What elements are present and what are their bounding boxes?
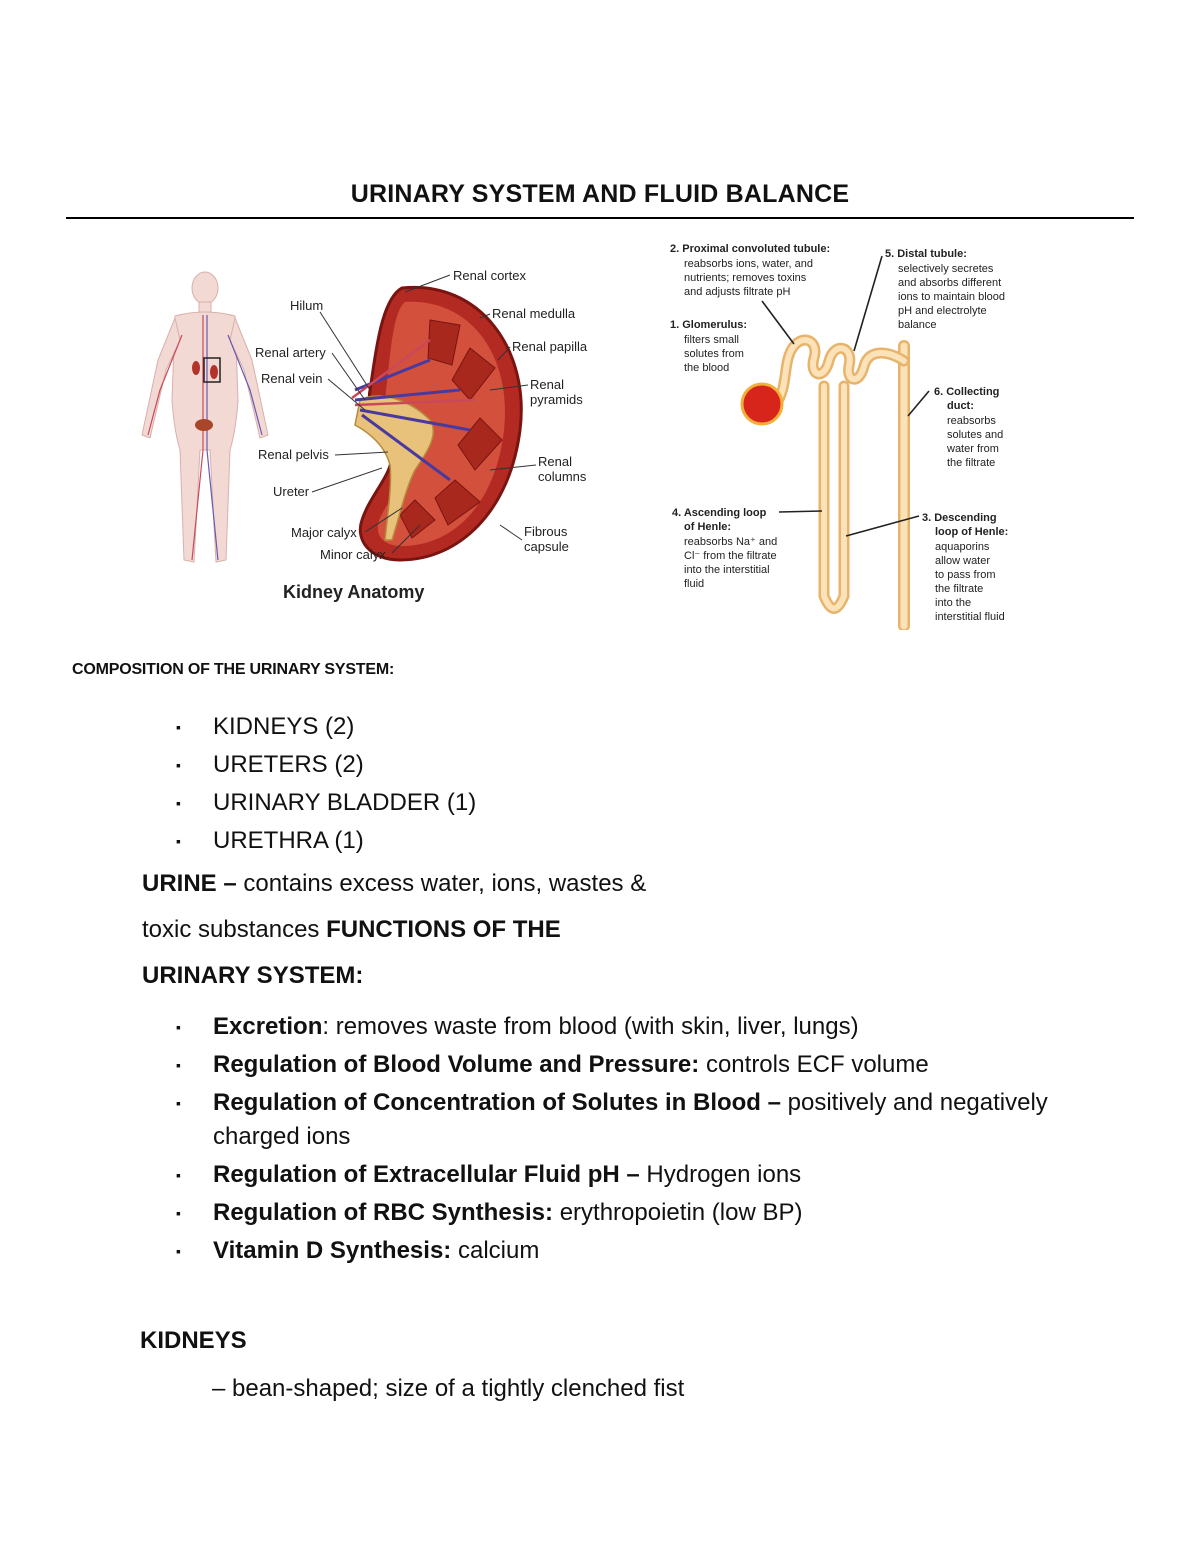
- proximal-tubule-line-1: reabsorbs ions, water, and: [684, 258, 813, 270]
- glomerulus-shape: [740, 382, 784, 426]
- list-item: ▪Regulation of RBC Synthesis: erythropoi…: [176, 1196, 1076, 1230]
- distal-tubule-line-2: and absorbs different: [898, 277, 1001, 289]
- proximal-tubule-title: 2. Proximal convoluted tubule:: [670, 243, 830, 255]
- descending-loop-line-5: into the: [935, 597, 971, 609]
- descending-loop-line-3: to pass from: [935, 569, 996, 581]
- glomerulus-line-2: solutes from: [684, 348, 744, 360]
- human-body-illustration: [141, 271, 269, 563]
- distal-tubule-line-4: pH and electrolyte: [898, 305, 987, 317]
- list-item: ▪Excretion: removes waste from blood (wi…: [176, 1010, 1076, 1044]
- urine-paragraph-line-2: toxic substances FUNCTIONS OF THE: [142, 916, 561, 943]
- glomerulus-line-3: the blood: [684, 362, 729, 374]
- bullet-icon: ▪: [176, 1057, 181, 1073]
- label-renal-papilla: Renal papilla: [512, 339, 588, 354]
- list-item: ▪KIDNEYS (2): [176, 708, 476, 746]
- bullet-icon: ▪: [176, 1243, 181, 1259]
- vessel-lines: [147, 315, 263, 561]
- collecting-duct-line-4: the filtrate: [947, 457, 995, 469]
- list-item: ▪URETHRA (1): [176, 822, 476, 860]
- ascending-loop-line-2: Cl⁻ from the filtrate: [684, 550, 777, 562]
- collecting-duct-line-2: solutes and: [947, 429, 1003, 441]
- descending-loop-title-2: loop of Henle:: [935, 526, 1008, 538]
- label-renal-pyramids-1: Renal: [530, 377, 564, 392]
- distal-tubule-line-3: ions to maintain blood: [898, 291, 1005, 303]
- glomerulus-line-1: filters small: [684, 334, 739, 346]
- label-hilum: Hilum: [290, 298, 323, 313]
- label-renal-columns-1: Renal: [538, 454, 572, 469]
- list-item: ▪Vitamin D Synthesis: calcium: [176, 1234, 1076, 1268]
- ascending-loop-title-2: of Henle:: [684, 521, 731, 533]
- bullet-icon: ▪: [176, 795, 181, 811]
- descending-loop-title-1: 3. Descending: [922, 512, 997, 524]
- label-fibrous-capsule-2: capsule: [524, 539, 569, 554]
- distal-tubule-title: 5. Distal tubule:: [885, 248, 967, 260]
- bullet-icon: ▪: [176, 1205, 181, 1221]
- list-item: ▪Regulation of Extracellular Fluid pH – …: [176, 1158, 1076, 1192]
- nephron-figure: 2. Proximal convoluted tubule: reabsorbs…: [670, 243, 1008, 630]
- proximal-tubule-line-3: and adjusts filtrate pH: [684, 286, 790, 298]
- proximal-tubule-line-2: nutrients; removes toxins: [684, 272, 807, 284]
- collecting-duct-line-3: water from: [946, 443, 999, 455]
- kidney-figure-caption: Kidney Anatomy: [283, 582, 424, 602]
- nephron-leaders: [761, 255, 930, 537]
- ascending-loop-line-1: reabsorbs Na⁺ and: [684, 536, 777, 548]
- label-renal-medulla: Renal medulla: [492, 306, 576, 321]
- bullet-icon: ▪: [176, 1019, 181, 1035]
- bullet-icon: ▪: [176, 1095, 181, 1111]
- bladder-shape: [195, 419, 213, 431]
- kidneys-heading: KIDNEYS: [140, 1327, 247, 1354]
- kidney-anatomy-figure: Renal cortex Hilum Renal medulla Renal a…: [141, 268, 588, 602]
- ascending-loop-line-4: fluid: [684, 578, 704, 590]
- distal-tubule-line-5: balance: [898, 319, 937, 331]
- functions-heading-part-1: FUNCTIONS OF THE: [326, 916, 561, 943]
- label-major-calyx: Major calyx: [291, 525, 357, 540]
- composition-heading: COMPOSITION OF THE URINARY SYSTEM:: [72, 661, 395, 678]
- functions-list: ▪Excretion: removes waste from blood (wi…: [176, 1010, 1076, 1272]
- small-kidney-right: [210, 365, 218, 379]
- label-ureter: Ureter: [273, 484, 310, 499]
- title-divider: [66, 217, 1134, 219]
- bullet-icon: ▪: [176, 757, 181, 773]
- collecting-duct-title-2: duct:: [947, 400, 974, 412]
- descending-loop-line-4: the filtrate: [935, 583, 983, 595]
- bullet-icon: ▪: [176, 719, 181, 735]
- list-item: ▪Regulation of Concentration of Solutes …: [176, 1086, 1076, 1154]
- distal-tubule-line-1: selectively secretes: [898, 263, 994, 275]
- ascending-loop-line-3: into the interstitial: [684, 564, 770, 576]
- kidneys-description: – bean-shaped; size of a tightly clenche…: [212, 1375, 685, 1402]
- glomerulus-title: 1. Glomerulus:: [670, 319, 747, 331]
- document-title: URINARY SYSTEM AND FLUID BALANCE: [350, 180, 850, 208]
- label-renal-pyramids-2: pyramids: [530, 392, 583, 407]
- label-fibrous-capsule-1: Fibrous: [524, 524, 568, 539]
- label-renal-artery: Renal artery: [255, 345, 326, 360]
- urine-label: URINE –: [142, 870, 237, 897]
- label-renal-vein: Renal vein: [261, 371, 322, 386]
- descending-loop-line-6: interstitial fluid: [935, 611, 1005, 623]
- label-renal-cortex: Renal cortex: [453, 268, 526, 283]
- list-item: ▪URETERS (2): [176, 746, 476, 784]
- collecting-duct-line-1: reabsorbs: [947, 415, 996, 427]
- descending-loop-line-2: allow water: [935, 555, 990, 567]
- collecting-duct-title-1: 6. Collecting: [934, 386, 999, 398]
- kidney-cross-section: [351, 285, 523, 562]
- functions-heading-part-2: URINARY SYSTEM:: [142, 962, 364, 989]
- zoom-box: [203, 357, 221, 383]
- bullet-icon: ▪: [176, 1167, 181, 1183]
- label-leaders: [311, 274, 537, 554]
- descending-loop-line-1: aquaporins: [935, 541, 990, 553]
- list-item: ▪Regulation of Blood Volume and Pressure…: [176, 1048, 1076, 1082]
- list-item: ▪URINARY BLADDER (1): [176, 784, 476, 822]
- composition-list: ▪KIDNEYS (2) ▪URETERS (2) ▪URINARY BLADD…: [176, 708, 476, 860]
- label-minor-calyx: Minor calyx: [320, 547, 386, 562]
- label-renal-pelvis: Renal pelvis: [258, 447, 329, 462]
- label-renal-columns-2: columns: [538, 469, 587, 484]
- bullet-icon: ▪: [176, 833, 181, 849]
- urine-paragraph-line-1: URINE – contains excess water, ions, was…: [142, 870, 647, 897]
- ascending-loop-title-1: 4. Ascending loop: [672, 507, 767, 519]
- small-kidney-left: [192, 361, 200, 375]
- nephron-illustration: [770, 334, 910, 630]
